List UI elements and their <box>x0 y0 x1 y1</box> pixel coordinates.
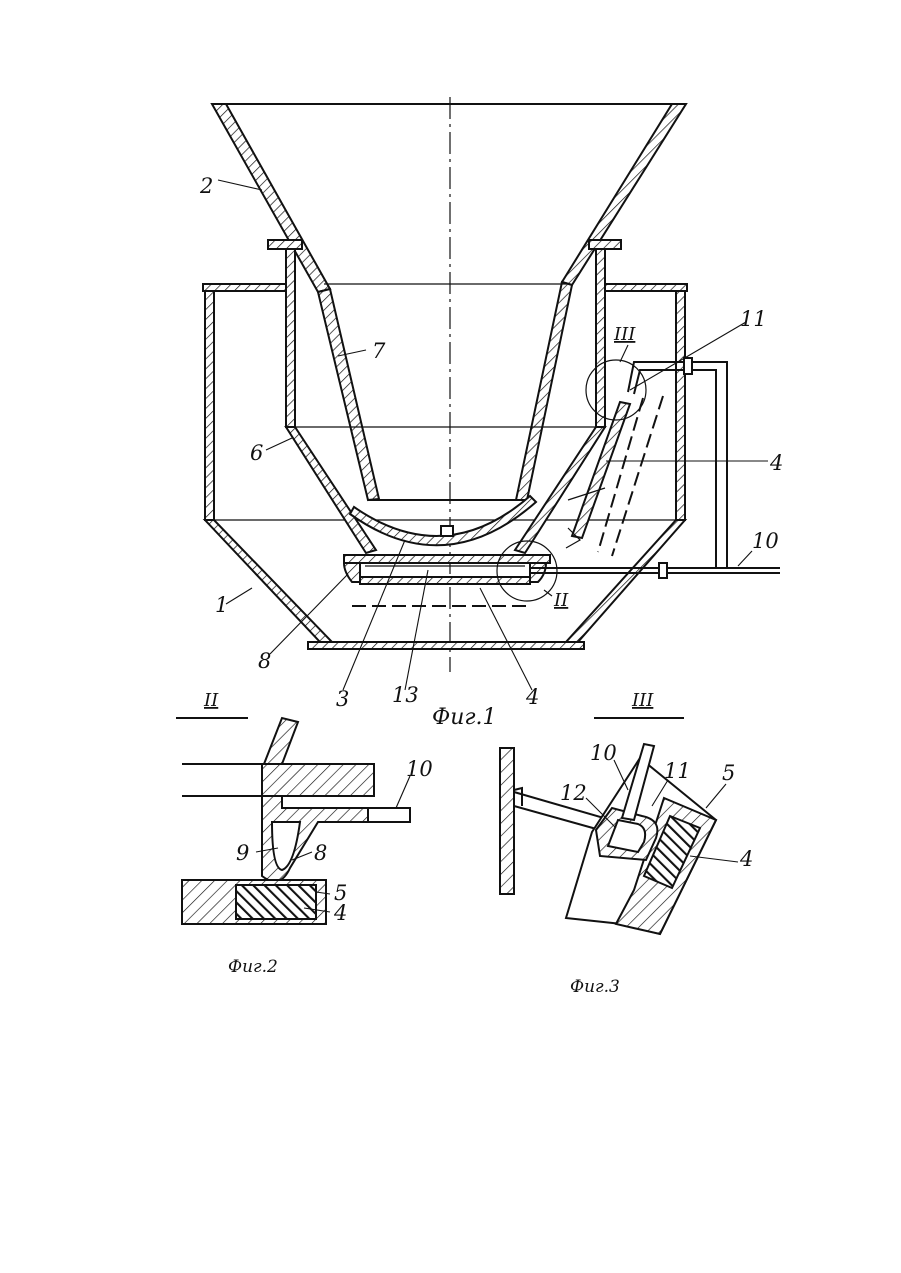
fig1-label-1: 1 <box>215 593 228 617</box>
fig3-strut <box>514 792 604 830</box>
housing-cone-right <box>566 520 685 642</box>
fig3-vertical-wall <box>500 748 514 894</box>
fig2-label-9: 9 <box>236 841 249 865</box>
vessel-wall-left <box>286 249 295 427</box>
leader-III-circle <box>620 345 628 362</box>
vessel-flange-right <box>589 240 621 249</box>
fig3-label-12: 12 <box>560 781 587 805</box>
fig3-label-10: 10 <box>590 741 617 765</box>
vessel-flange-left <box>268 240 302 249</box>
fig1-label-11: 11 <box>740 307 767 331</box>
air-line-valve <box>659 563 667 578</box>
fig3-leader-5 <box>706 784 726 808</box>
fig2-air-inlet <box>368 808 410 822</box>
fig1-label-3: 3 <box>336 687 349 711</box>
fig3-detail-III: III 10 12 11 5 4 Фиг.3 <box>500 690 753 997</box>
fig2-frame-block <box>262 764 374 796</box>
fig1-label-4-right: 4 <box>769 451 783 475</box>
fig2-caption: Фиг.2 <box>228 957 278 977</box>
chamber-left <box>344 563 360 582</box>
fig1-label-7: 7 <box>372 339 386 363</box>
fig1-detail-mark-II: II <box>553 590 569 611</box>
fig1-label-13: 13 <box>392 683 419 707</box>
leader-4-bottom <box>480 588 532 690</box>
fig2-inclined-wall <box>264 718 298 764</box>
fig2-title: II <box>203 690 219 711</box>
fig1-detail-mark-III: III <box>613 324 636 345</box>
housing-top-rim-right <box>601 284 687 291</box>
housing-wall-right <box>676 291 685 520</box>
fig3-label-4: 4 <box>739 847 753 871</box>
fig1-label-4-bottom: 4 <box>525 685 539 709</box>
fig3-title: III <box>631 690 654 711</box>
fig3-label-11: 11 <box>664 759 691 783</box>
air-riser-valve <box>684 358 692 374</box>
hopper-wall-right <box>562 104 686 285</box>
leader-6 <box>266 438 292 450</box>
inner-pipe-right <box>516 282 572 500</box>
air-riser <box>690 370 716 568</box>
hopper-wall-left <box>212 104 330 292</box>
fig2-label-4: 4 <box>333 901 347 925</box>
housing-wall-left <box>205 291 214 520</box>
fig2-rubber-insert <box>236 885 316 919</box>
leader-1 <box>226 588 252 604</box>
frame-bottom-plate <box>360 577 530 584</box>
bottom-flange <box>308 642 584 649</box>
housing-cone-left <box>205 520 332 642</box>
fig1-label-2: 2 <box>199 174 213 198</box>
vessel-wall-right <box>596 249 605 427</box>
inner-pipe-left <box>318 289 379 500</box>
leader-11 <box>630 322 746 390</box>
housing-top-rim-left <box>203 284 293 291</box>
fig1-label-8: 8 <box>258 649 271 673</box>
fig1-caption: Фиг.1 <box>432 705 497 730</box>
fig3-caption: Фиг.3 <box>570 977 620 997</box>
fig2-cavity <box>272 822 300 870</box>
fig2-detail-II: II 10 9 8 5 4 Фиг.2 <box>176 690 433 977</box>
curved-screen <box>350 496 536 545</box>
fig2-label-8: 8 <box>314 841 327 865</box>
fig1-label-10: 10 <box>752 529 779 553</box>
fig1-apparatus: 2 7 6 1 8 3 13 4 4 11 10 III II Фиг.1 <box>199 97 783 730</box>
leader-13 <box>405 570 428 690</box>
leader-10 <box>738 551 752 566</box>
fig2-label-10: 10 <box>406 757 433 781</box>
air-riser-inner <box>690 362 727 568</box>
frame-top-plate <box>344 555 550 563</box>
fig1-label-6: 6 <box>250 441 263 465</box>
fig3-label-5: 5 <box>722 761 735 785</box>
screen-center-clamp <box>441 526 453 536</box>
